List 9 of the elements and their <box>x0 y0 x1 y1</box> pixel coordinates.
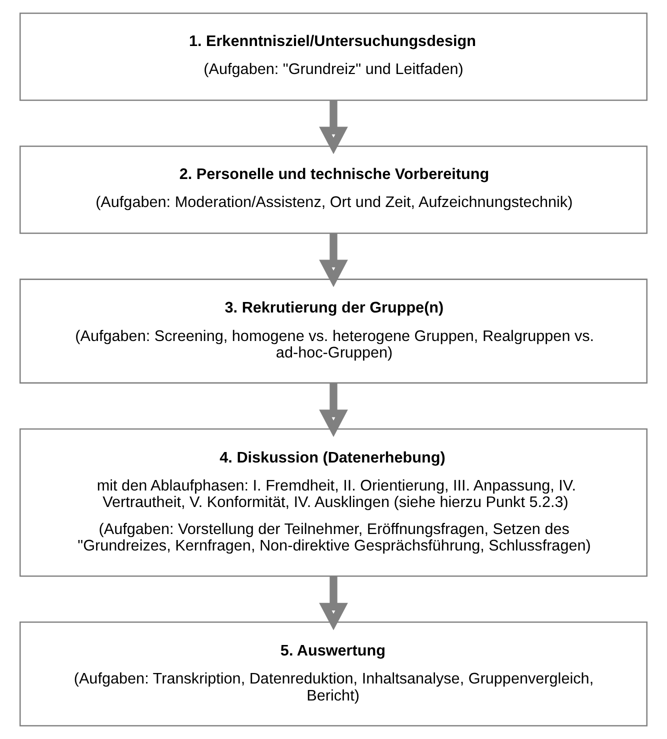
arrow <box>319 383 348 438</box>
node-box: 2. Personelle und technische Vorbereitung (Aufgaben: Moderation/Assistenz, Ort und Zeit, Aufzeichnungstechnik) <box>19 146 648 234</box>
node-box: 1. Erkenntnisziel/Untersuchungsdesign (Aufgaben: "Grundreiz" und Leitfaden) <box>19 12 648 101</box>
node-box: 4. Diskussion (Datenerhebung) mit den Ablaufphasen: I. Fremdheit, II. Orientierung, III. Anpassung, IV. Vertrautheit, V. Konformität, IV. Ausklingen (siehe hierzu Punkt 5.2.3) (Aufgaben: Vorstellung der Teilnehmer, Eröffnungsfragen, Setzen des "Grundreizes, Kernfragen, Non-direktive Gesprächsführung, Schlussfragen) <box>19 428 648 577</box>
arrow <box>319 233 348 288</box>
node-box: 5. Auswertung (Aufgaben: Transkription, Datenreduktion, Inhaltsanalyse, Gruppenvergleich, Bericht) <box>19 621 648 726</box>
arrow <box>319 100 348 154</box>
node-box: 3. Rekrutierung der Gruppe(n) (Aufgaben: Screening, homogene vs. heterogene Gruppen, Realgruppen vs. ad-hoc-Gruppen) <box>19 278 648 384</box>
arrow <box>319 576 348 630</box>
